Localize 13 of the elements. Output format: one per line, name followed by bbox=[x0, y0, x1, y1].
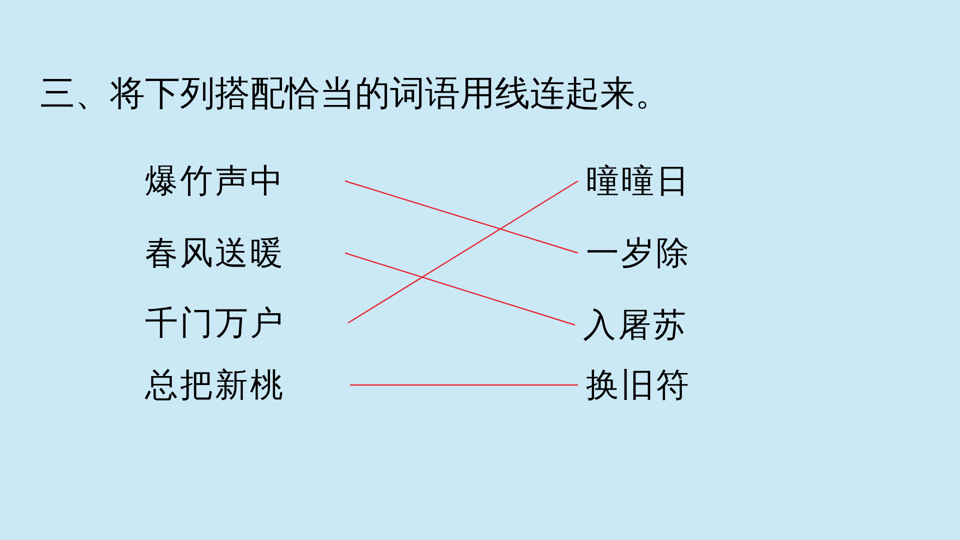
matching-line bbox=[344, 252, 576, 326]
matching-line bbox=[344, 180, 578, 254]
phrase-text: 一岁除 bbox=[585, 232, 692, 274]
phrase-text: 曈曈日 bbox=[585, 160, 692, 202]
phrase-text: 入屠苏 bbox=[582, 304, 689, 346]
phrase-text: 春风送暖 bbox=[145, 232, 286, 274]
matching-line bbox=[348, 180, 578, 324]
phrase-text: 爆竹声中 bbox=[145, 160, 286, 202]
phrase-text: 换旧符 bbox=[585, 364, 692, 406]
phrase-text: 千门万户 bbox=[145, 302, 286, 344]
title: 三、将下列搭配恰当的词语用线连起来。 bbox=[40, 73, 670, 116]
matching-line bbox=[350, 384, 578, 386]
phrase-text: 总把新桃 bbox=[145, 364, 286, 406]
